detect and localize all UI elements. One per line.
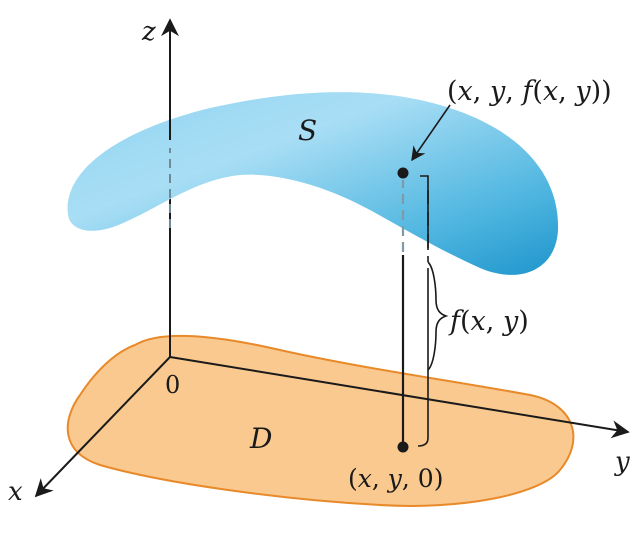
z-axis-label: z bbox=[141, 17, 156, 47]
surface-label: S bbox=[298, 114, 317, 147]
surface-point bbox=[397, 167, 409, 179]
x-axis bbox=[34, 356, 171, 498]
region-point-label: (x, y, 0) bbox=[348, 464, 443, 493]
x-axis-label: x bbox=[8, 477, 23, 507]
surface-s bbox=[67, 92, 559, 275]
pointer-arrow bbox=[411, 104, 451, 162]
region-label: D bbox=[249, 422, 272, 455]
height-label: f(x, y) bbox=[448, 306, 529, 337]
y-axis-label: y bbox=[614, 447, 630, 477]
height-brace bbox=[427, 261, 449, 371]
bracket-bottom bbox=[417, 437, 429, 447]
region-d bbox=[66, 334, 575, 507]
surface-point-label: (x, y, f(x, y)) bbox=[447, 76, 612, 107]
origin-label: 0 bbox=[165, 371, 180, 399]
y-axis bbox=[169, 356, 630, 439]
region-point bbox=[397, 441, 409, 453]
